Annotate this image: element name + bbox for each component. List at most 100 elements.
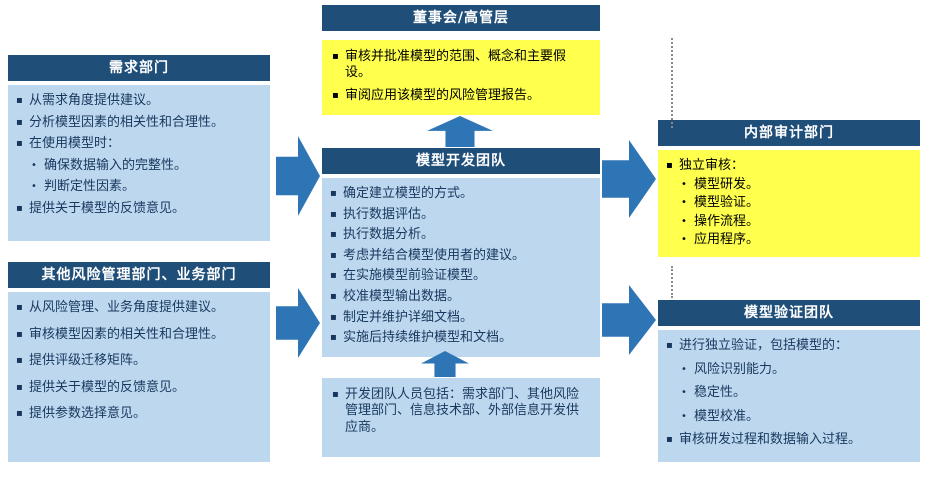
bullet-item: ▪提供评级迁移矩阵。	[16, 353, 262, 369]
bullet-item: •模型研发。	[666, 177, 912, 193]
bullet-icon: ▪	[330, 311, 337, 323]
sub-bullet-icon: •	[681, 410, 687, 422]
sub-bullet-icon: •	[681, 215, 687, 227]
bullet-item: ▪ 执行数据分析。	[330, 227, 592, 243]
bullet-item: ▪ 执行数据评估。	[330, 207, 592, 223]
panel-requirements: 需求部门 ▪从需求角度提供建议。 ▪ 分析模型因素的相关性和合理性。 ▪在使用模型时：…	[8, 55, 270, 241]
sub-bullet-icon: •	[681, 387, 687, 399]
sub-bullet-icon: •	[681, 234, 687, 246]
bullet-item: ▪ 在实施模型前验证模型。	[330, 268, 592, 284]
bullet-item: ▪ 提供关于模型的反馈意见。	[16, 380, 262, 396]
panel-validation: 模型验证团队 ▪进行独立验证，包括模型的：•风险识别能力。•稳定性。•模型校准。…	[658, 300, 920, 462]
bullet-text: 稳定性。	[694, 385, 747, 401]
bullet-text: 模型验证。	[694, 195, 760, 211]
sub-bullet-icon: •	[681, 197, 687, 209]
board-responsibilities-box: ▪ 审核并批准模型的范围、概念和主要假设。 ▪ 审阅应用该模型的风险管理报告。	[322, 40, 600, 115]
bullet-text: 应用程序。	[694, 232, 760, 248]
bullet-item: ▪从需求角度提供建议。	[16, 93, 262, 109]
bullet-icon: ▪	[16, 202, 23, 214]
bullet-text: 模型校准。	[694, 408, 760, 424]
bullet-item: ▪ 确定建立模型的方式。	[330, 186, 592, 202]
panel-other-departments-body: ▪从风险管理、业务角度提供建议。▪审核模型因素的相关性和合理性。▪提供评级迁移矩…	[8, 292, 270, 462]
bullet-item: ▪ 审核并批准模型的范围、概念和主要假设。	[332, 49, 590, 82]
bullet-item: ▪ 从风险管理、业务角度提供建议。	[16, 300, 262, 316]
bullet-item: ▪ 提供关于模型的反馈意见。	[16, 201, 262, 217]
bullet-text: 确保数据输入的完整性。	[44, 157, 188, 173]
bullet-text: 提供评级迁移矩阵。	[29, 353, 147, 369]
panel-development-title: 模型开发团队	[322, 148, 600, 174]
panel-internal-audit: 内部审计部门 ▪独立审核：•模型研发。•模型验证。•操作流程。•应用程序。	[658, 120, 920, 257]
bullet-item: ▪独立审核：	[666, 158, 912, 174]
bullet-icon: ▪	[666, 434, 673, 446]
bullet-text: 进行独立验证，包括模型的：	[679, 338, 849, 353]
bullet-icon: ▪	[332, 389, 339, 400]
bullet-icon: ▪	[330, 270, 337, 282]
bullet-item: • 确保数据输入的完整性。	[16, 158, 262, 174]
sub-bullet-icon: •	[681, 363, 687, 375]
bullet-text: 分析模型因素的相关性和合理性。	[29, 114, 225, 130]
bullet-item: ▪ 审核模型因素的相关性和合理性。	[16, 327, 262, 343]
panel-development-body: ▪ 确定建立模型的方式。 ▪ 执行数据评估。 ▪ 执行数据分析。 ▪ 考虑并结合模型使用者的建…	[322, 178, 600, 357]
bullet-icon: ▪	[16, 116, 23, 128]
bullet-text: 制定并维护详细文档。	[343, 309, 474, 325]
bullet-text: 审核模型因素的相关性和合理性。	[29, 326, 225, 342]
arrow-development-to-audit-icon	[602, 140, 656, 218]
panel-other-departments: 其他风险管理部门、业务部门 ▪从风险管理、业务角度提供建议。▪审核模型因素的相关…	[8, 262, 270, 462]
bullet-text: 提供关于模型的反馈意见。	[29, 379, 186, 395]
panel-development: 模型开发团队 ▪ 确定建立模型的方式。 ▪ 执行数据评估。 ▪ 执行数据分析。 ▪ 考虑并结合…	[322, 148, 600, 357]
bullet-text: 考虑并结合模型使用者的建议。	[343, 247, 526, 263]
bullet-icon: ▪	[330, 208, 337, 220]
bullet-text: 审阅应用该模型的风险管理报告。	[345, 87, 541, 103]
bullet-item: ▪ 制定并维护详细文档。	[330, 310, 592, 326]
dotted-guide-top	[671, 38, 673, 128]
dotted-guide-bottom	[671, 266, 673, 298]
bullet-text: 实施后持续维护模型和文档。	[343, 330, 513, 346]
bullet-text: 确定建立模型的方式。	[343, 186, 474, 201]
bullet-item: • 模型校准。	[666, 409, 912, 425]
bullet-text: 开发团队人员包括：需求部门、其他风险管理部门、信息技术部、外部信息开发供应商。	[345, 387, 580, 435]
bullet-icon: ▪	[16, 328, 23, 340]
bullet-item: ▪在使用模型时：	[16, 136, 262, 152]
panel-internal-audit-title: 内部审计部门	[658, 120, 920, 146]
bullet-icon: ▪	[16, 302, 23, 313]
bullet-icon: ▪	[16, 138, 23, 150]
bullet-item: •判断定性因素。	[16, 179, 262, 195]
bullet-text: 审核并批准模型的范围、概念和主要假设。	[345, 49, 567, 81]
arrow-development-to-validation-icon	[602, 285, 656, 355]
bullet-text: 风险识别能力。	[694, 361, 786, 377]
bullet-text: 提供参数选择意见。	[29, 406, 147, 422]
bullet-item: ▪ 提供参数选择意见。	[16, 406, 262, 422]
bullet-text: 从风险管理、业务角度提供建议。	[29, 300, 225, 315]
arrow-requirements-to-development-icon	[276, 136, 320, 216]
bullet-icon: ▪	[332, 89, 339, 101]
bullet-item: • 操作流程。	[666, 214, 912, 230]
arrow-development-to-board-icon	[427, 116, 493, 147]
panel-requirements-title: 需求部门	[8, 55, 270, 81]
bullet-icon: ▪	[16, 408, 23, 420]
sub-bullet-icon: •	[681, 178, 687, 190]
arrow-other-departments-to-development-icon	[276, 288, 320, 358]
sub-bullet-icon: •	[31, 159, 37, 171]
bullet-item: ▪ 分析模型因素的相关性和合理性。	[16, 115, 262, 131]
bullet-text: 操作流程。	[694, 213, 760, 229]
bullet-icon: ▪	[16, 381, 23, 393]
bullet-text: 在实施模型前验证模型。	[343, 268, 487, 284]
panel-board: 董事会/高管层	[322, 5, 600, 31]
bullet-item: • 风险识别能力。	[666, 362, 912, 378]
sub-bullet-icon: •	[31, 181, 37, 193]
bullet-item: • 应用程序。	[666, 232, 912, 248]
bullet-text: 执行数据评估。	[343, 206, 435, 222]
bullet-text: 提供关于模型的反馈意见。	[29, 200, 186, 216]
bullet-item: ▪ 进行独立验证，包括模型的：	[666, 338, 912, 354]
bullet-icon: ▪	[330, 290, 337, 302]
bullet-icon: ▪	[666, 340, 673, 351]
bullet-item: ▪校准模型输出数据。	[330, 289, 592, 305]
bullet-icon: ▪	[332, 51, 339, 62]
panel-requirements-body: ▪从需求角度提供建议。 ▪ 分析模型因素的相关性和合理性。 ▪在使用模型时： • 确保数据…	[8, 85, 270, 241]
bullet-text: 执行数据分析。	[343, 227, 435, 243]
bullet-item: • 模型验证。	[666, 195, 912, 211]
bullet-text: 审核研发过程和数据输入过程。	[679, 432, 862, 448]
bullet-icon: ▪	[330, 229, 337, 241]
bullet-icon: ▪	[330, 188, 337, 199]
